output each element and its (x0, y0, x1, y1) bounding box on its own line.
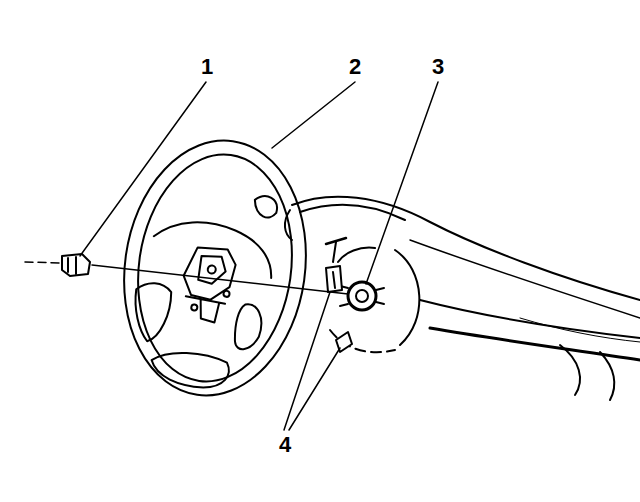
column-shroud (330, 248, 419, 353)
leader-lines (80, 82, 438, 430)
axis-line (92, 265, 348, 294)
callout-number: 4 (279, 434, 291, 456)
callout-number: 1 (201, 56, 213, 78)
callout-number: 2 (349, 56, 361, 78)
callout-number: 3 (432, 56, 444, 78)
fasteners (326, 238, 352, 352)
horn-plug (62, 254, 90, 276)
steering-wheel (108, 129, 322, 408)
instrument-panel (285, 197, 640, 400)
axis-line (25, 262, 60, 263)
